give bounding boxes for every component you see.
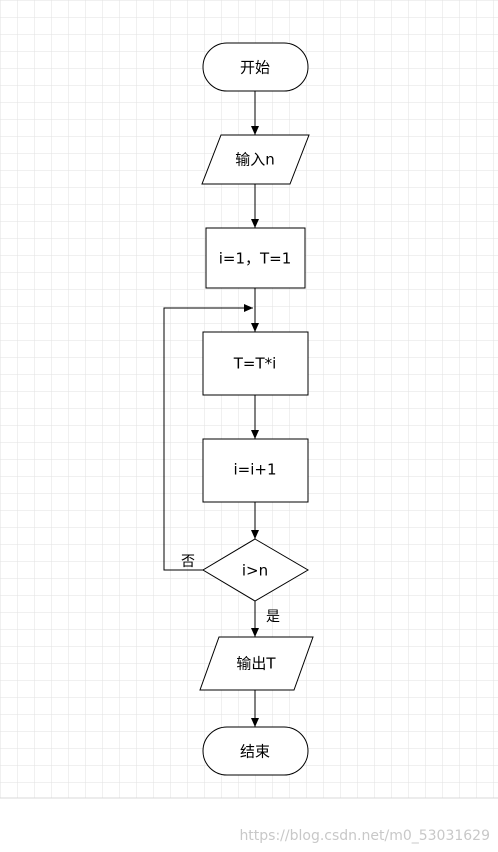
node-input[interactable]: 输入n: [201, 134, 310, 185]
node-condition[interactable]: i>n: [202, 538, 309, 602]
edge-loop-back: [163, 304, 253, 571]
node-end[interactable]: 结束: [202, 726, 309, 776]
multiply-label: T=T*i: [233, 355, 277, 373]
input-parallelogram-shape: [201, 134, 310, 185]
node-start[interactable]: 开始: [202, 42, 309, 92]
condition-label: i>n: [242, 562, 268, 580]
init-process-shape: [205, 227, 306, 289]
condition-diamond-shape: [202, 538, 309, 602]
watermark-text: https://blog.csdn.net/m0_53031629: [239, 828, 490, 844]
edge-label-yes: 是: [266, 609, 280, 625]
node-increment[interactable]: i=i+1: [202, 438, 309, 503]
node-multiply[interactable]: T=T*i: [202, 331, 309, 396]
end-terminal-shape: [202, 726, 309, 776]
start-label: 开始: [240, 59, 270, 77]
init-label: i=1，T=1: [219, 250, 292, 268]
output-label: 输出T: [236, 655, 276, 673]
multiply-process-shape: [202, 331, 309, 396]
node-init[interactable]: i=1，T=1: [205, 227, 306, 289]
node-output[interactable]: 输出T: [199, 636, 314, 691]
increment-process-shape: [202, 438, 309, 503]
edge-label-no: 否: [181, 554, 195, 570]
start-terminal-shape: [202, 42, 309, 92]
end-label: 结束: [240, 743, 270, 761]
increment-label: i=i+1: [233, 461, 276, 479]
input-label: 输入n: [235, 151, 275, 169]
output-parallelogram-shape: [199, 636, 314, 691]
